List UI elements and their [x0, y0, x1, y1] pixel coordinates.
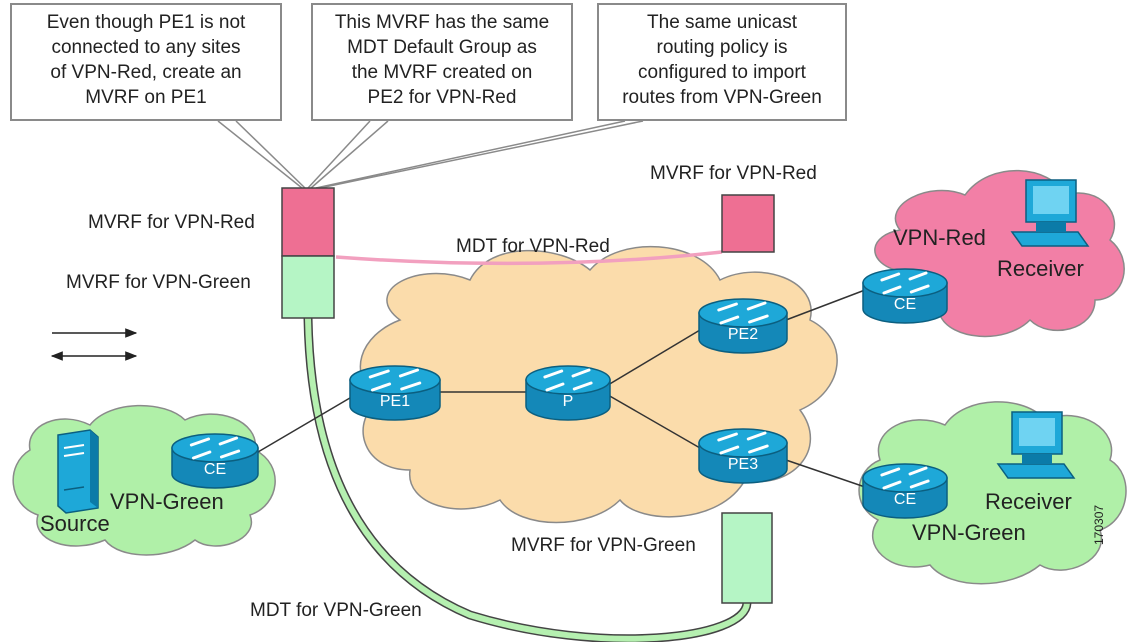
router-ce-red-icon: [862, 268, 948, 324]
mvrf-green-pe3-box: [721, 512, 773, 604]
receiver-green-label: Receiver: [985, 489, 1072, 514]
callout-line: MVRF on PE1: [85, 87, 207, 108]
callout-line: This MVRF has the same: [334, 12, 550, 33]
mdt-red-label: MDT for VPN-Red: [456, 236, 610, 257]
callout-line: PE2 for VPN-Red: [367, 87, 517, 108]
mvrf-green-pe3-label: MVRF for VPN-Green: [511, 535, 696, 556]
receiver-red-computer-icon: [1010, 179, 1090, 247]
router-ce-right-label: CE: [893, 491, 917, 508]
mvrf-green-pe1-box: [281, 255, 335, 319]
router-p-label: P: [562, 393, 574, 410]
router-ce-right-icon: [862, 463, 948, 519]
mvrf-green-pe1-label: MVRF for VPN-Green: [66, 272, 251, 293]
router-pe2-label: PE2: [727, 326, 759, 343]
callout-line: of VPN-Red, create an: [50, 62, 242, 83]
mvrf-red-pe1-box: [281, 187, 335, 257]
network-links: [257, 289, 866, 488]
callout-mdt-default-group-note: This MVRF has the same MDT Default Group…: [311, 3, 573, 121]
router-pe1-icon: [349, 365, 441, 421]
callout-line: routes from VPN-Green: [622, 87, 822, 108]
router-pe3-icon: [698, 428, 788, 484]
callout-line: configured to import: [638, 62, 806, 83]
receiver-red-label: Receiver: [997, 256, 1084, 281]
source-server-icon: [57, 429, 99, 514]
receiver-green-computer-icon: [996, 411, 1076, 479]
callout-unicast-policy-note: The same unicast routing policy is confi…: [597, 3, 847, 121]
callout-pointers: [217, 120, 644, 189]
callout-line: Even though PE1 is not: [46, 12, 246, 33]
router-ce-red-label: CE: [893, 296, 917, 313]
vpn-red-label: VPN-Red: [893, 225, 986, 250]
router-ce-left-icon: [171, 433, 259, 489]
mdt-green-label: MDT for VPN-Green: [250, 600, 422, 621]
callout-pe1-mvrf-note: Even though PE1 is not connected to any …: [10, 3, 282, 121]
callout-line: routing policy is: [656, 37, 788, 58]
router-pe3-label: PE3: [727, 456, 759, 473]
mvrf-red-pe1-label: MVRF for VPN-Red: [88, 212, 255, 233]
callout-line: MDT Default Group as: [347, 37, 537, 58]
router-pe2-icon: [698, 298, 788, 354]
vpn-green-right-label: VPN-Green: [912, 520, 1026, 545]
router-p-icon: [525, 365, 611, 421]
router-pe1-label: PE1: [379, 393, 411, 410]
figure-id: 170307: [1092, 504, 1106, 545]
source-label: Source: [40, 511, 110, 536]
callout-line: connected to any sites: [51, 37, 241, 58]
callout-line: The same unicast: [647, 12, 797, 33]
vpn-green-left-label: VPN-Green: [110, 489, 224, 514]
mdt-red-line: [335, 250, 723, 266]
mvrf-red-pe2-label: MVRF for VPN-Red: [650, 163, 817, 184]
mvrf-red-pe2-box: [721, 194, 775, 253]
callout-line: the MVRF created on: [351, 62, 533, 83]
router-ce-left-label: CE: [203, 461, 227, 478]
mdt-green-line: [305, 317, 750, 642]
